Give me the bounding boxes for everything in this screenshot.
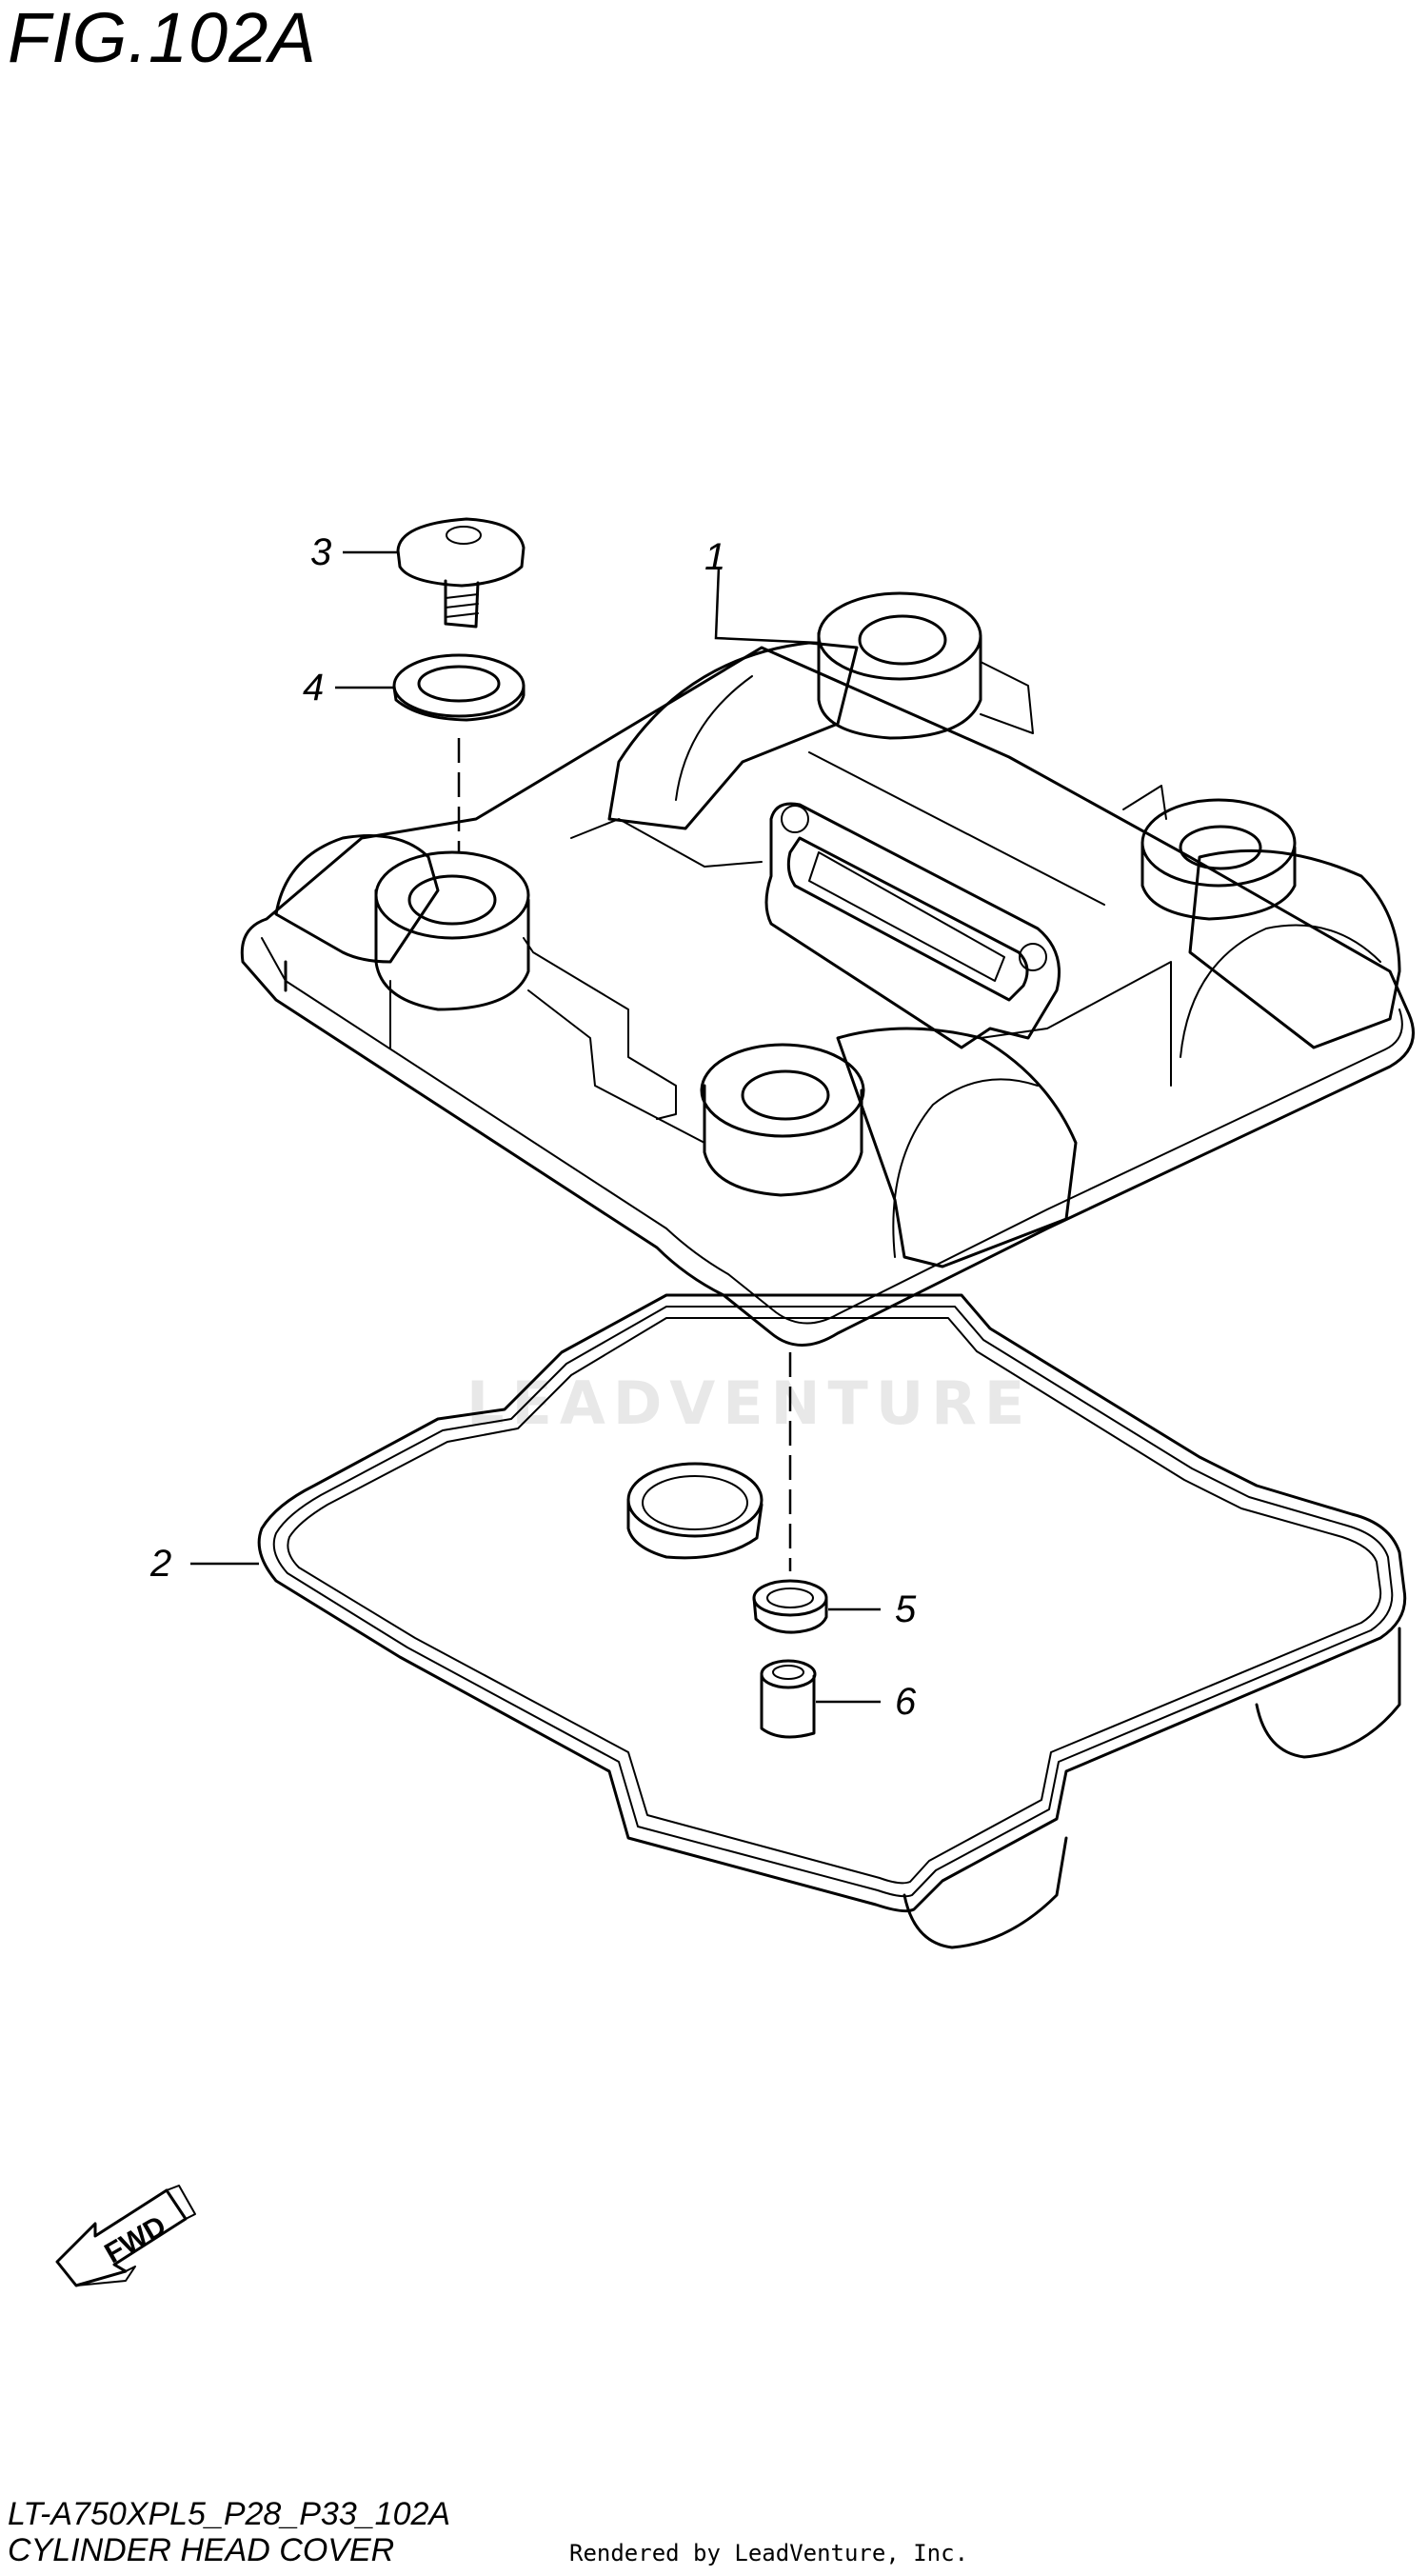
cylinder-head-cover-icon[interactable] — [240, 591, 1415, 1347]
callout-3: 3 — [310, 531, 331, 573]
callout-2: 2 — [149, 1543, 171, 1585]
boss-left — [374, 850, 530, 1048]
callout-6: 6 — [895, 1681, 917, 1723]
gasket-icon[interactable] — [257, 1293, 1407, 1949]
fwd-label: FWD — [99, 2210, 171, 2270]
model-code: LT-A750XPL5_P28_P33_102A — [8, 2496, 451, 2532]
callout-4: 4 — [303, 667, 324, 709]
rendered-by-credit: Rendered by LeadVenture, Inc. — [569, 2540, 969, 2566]
bolt-icon[interactable] — [396, 517, 526, 629]
boss-front — [700, 1043, 865, 1197]
watermark-text: LEADVENTURE — [466, 1368, 1032, 1438]
seal-ring-icon[interactable] — [752, 1579, 828, 1634]
diagram-name: CYLINDER HEAD COVER — [8, 2532, 395, 2568]
callout-1: 1 — [704, 536, 725, 578]
fwd-arrow-icon: FWD — [55, 2185, 196, 2287]
boss-top — [817, 591, 1034, 740]
washer-icon[interactable] — [392, 653, 526, 722]
figure-title: FIG.102A — [8, 0, 317, 77]
dowel-pin-icon[interactable] — [760, 1659, 817, 1739]
callout-5: 5 — [895, 1588, 917, 1630]
leader-1 — [714, 566, 820, 645]
boss-right — [1122, 785, 1297, 921]
